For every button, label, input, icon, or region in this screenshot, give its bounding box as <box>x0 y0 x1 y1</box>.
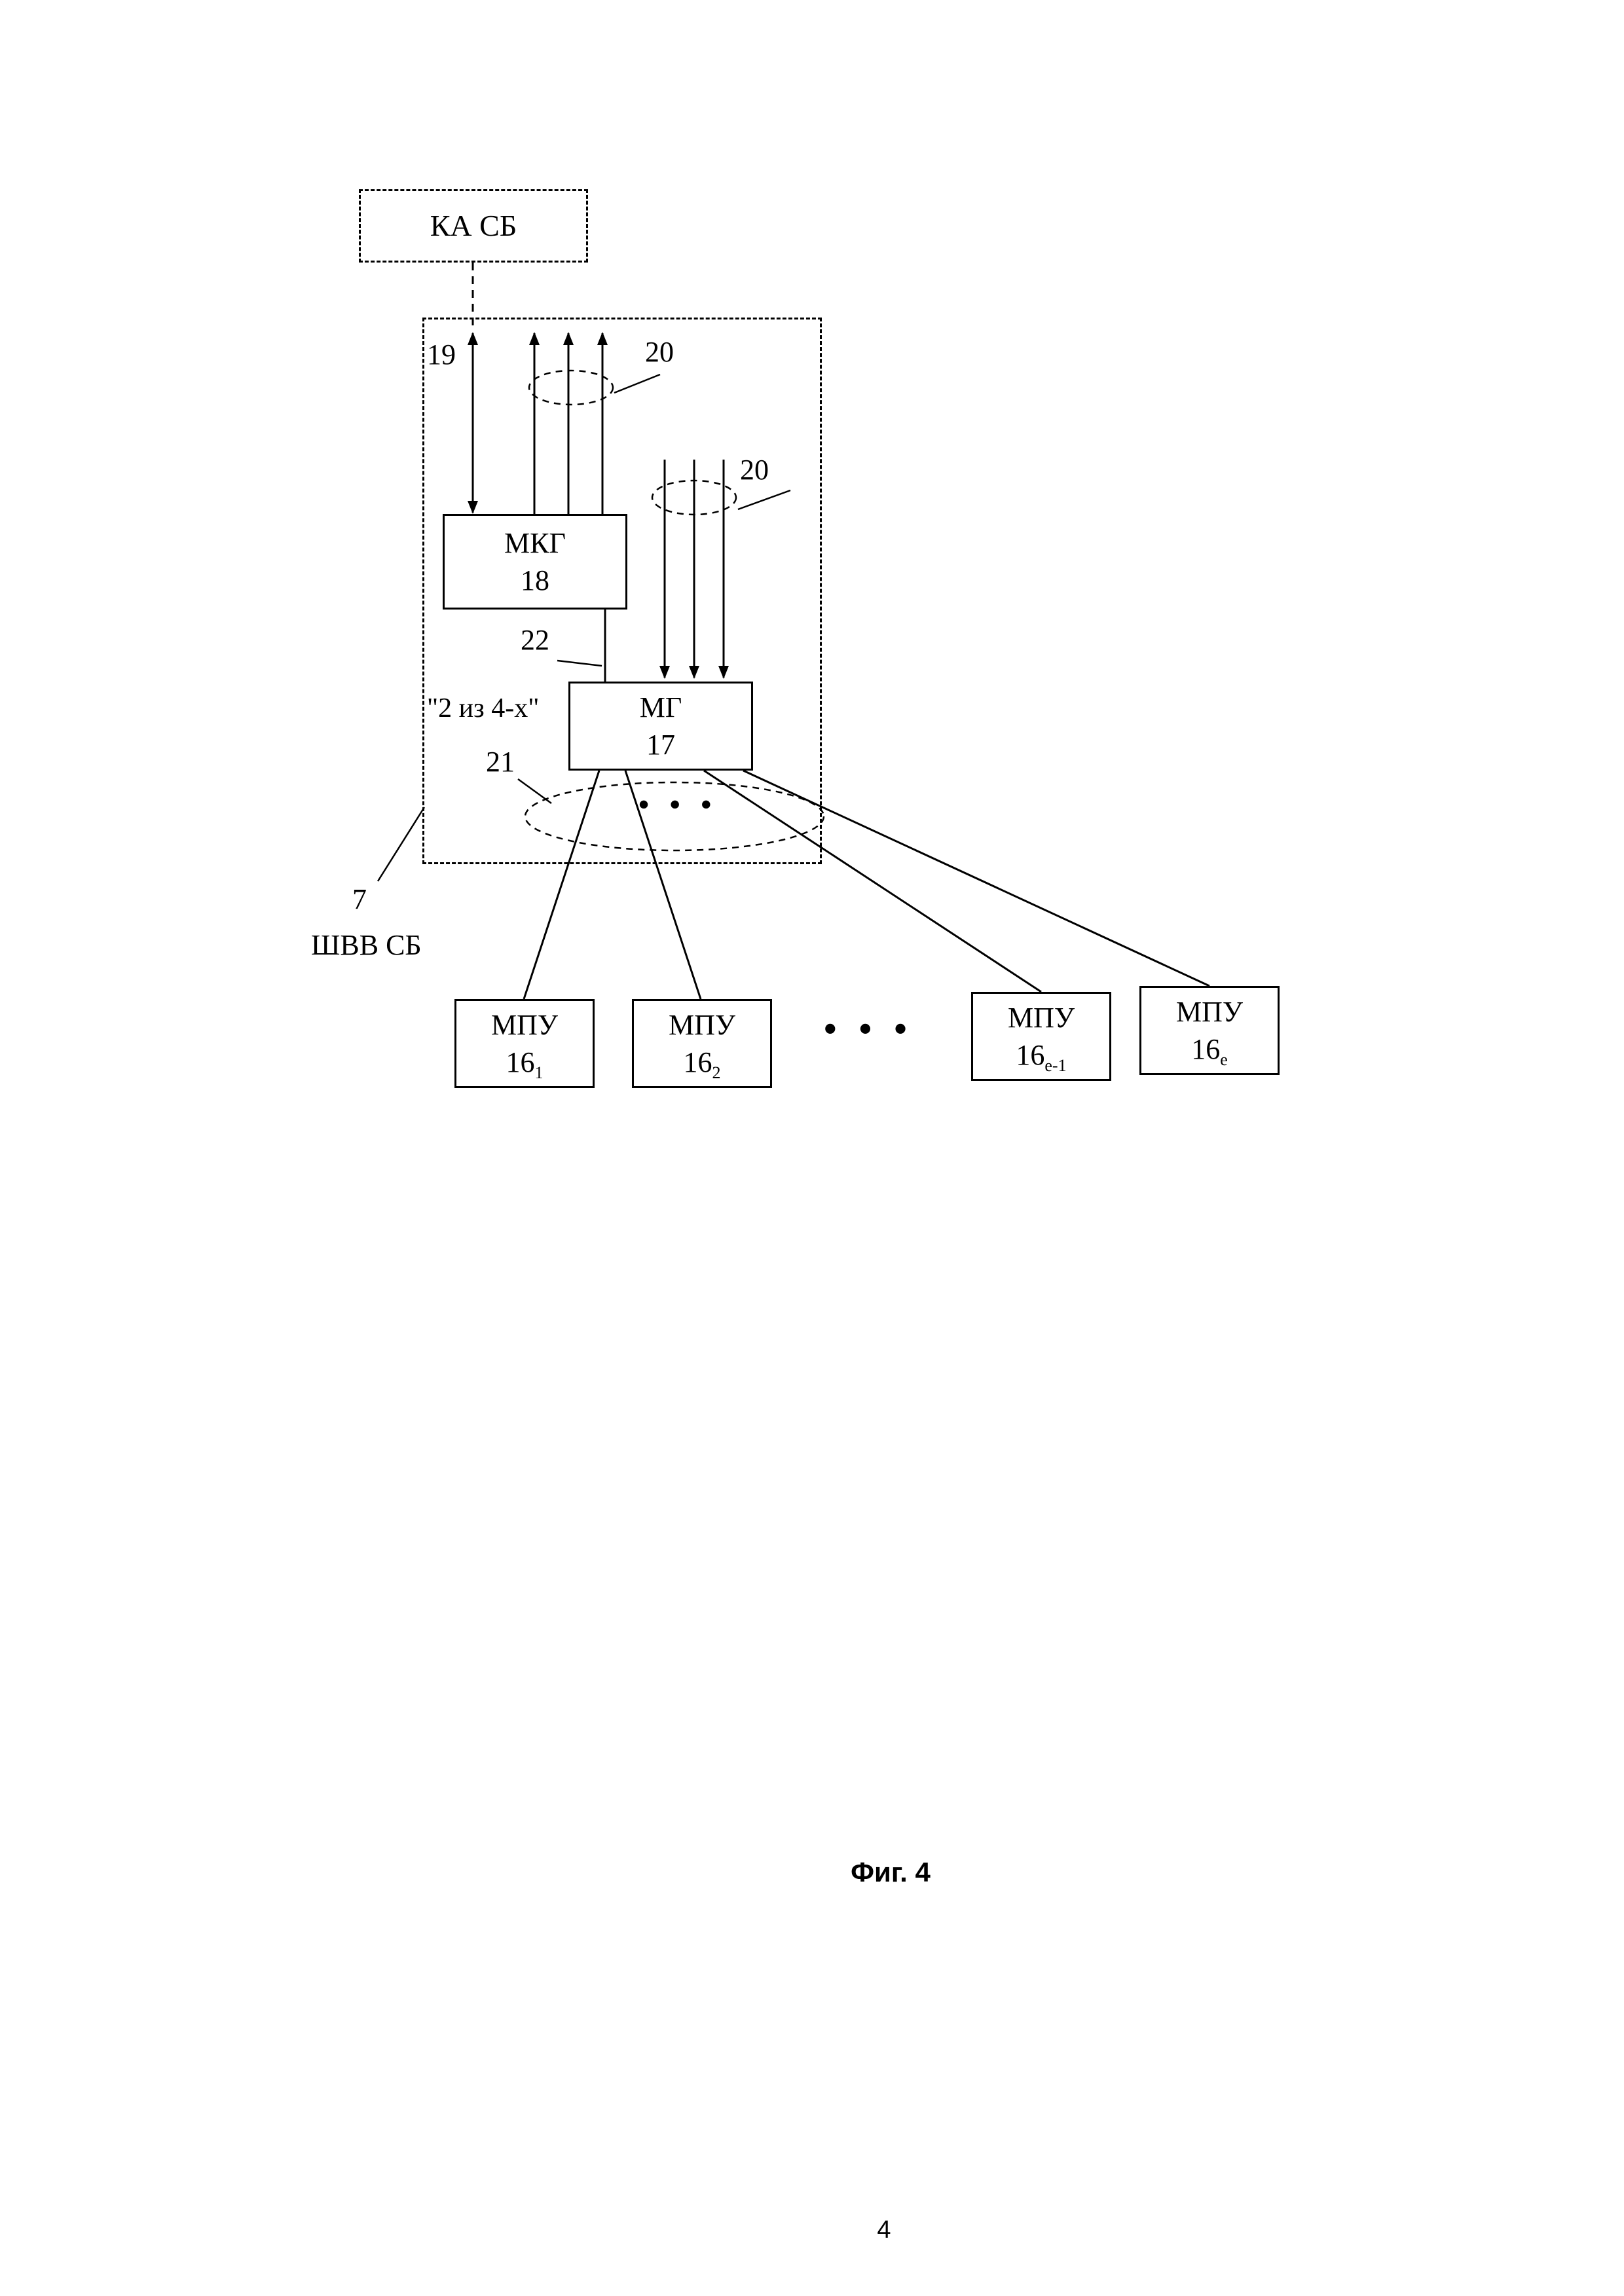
mpu-3-ref: 16е-1 <box>1016 1038 1067 1075</box>
bus-ellipse-20-top <box>528 369 614 406</box>
shvv-sb-label: ШВВ СБ <box>311 929 422 961</box>
mg-ref: 17 <box>646 729 675 761</box>
ref-19-label: 19 <box>427 338 456 371</box>
mg-to-mpu4-line <box>743 769 1210 987</box>
mpu-3-name: МПУ <box>1007 1001 1075 1034</box>
ref-21-label: 21 <box>486 746 515 778</box>
mpu-4-name: МПУ <box>1175 995 1244 1028</box>
mode-2-of-4-label: "2 из 4-х" <box>427 693 540 723</box>
leader-20-mid <box>737 489 791 511</box>
ref-20-mid-label: 20 <box>740 454 769 486</box>
mg-box: МГ 17 <box>568 682 753 771</box>
mg-to-mpu2-line <box>624 770 702 1000</box>
mkg-box: МКГ 18 <box>443 514 627 610</box>
mpu-4-sub: е <box>1220 1049 1228 1069</box>
mg-name: МГ <box>639 691 682 723</box>
mg-to-mpu1-line <box>523 770 600 1000</box>
mpu-1-ref: 161 <box>506 1046 544 1082</box>
ref-7-label: 7 <box>352 883 367 915</box>
mkg-name: МКГ <box>504 526 566 559</box>
mpu-box-1: МПУ 161 <box>454 999 595 1088</box>
mpu-1-name: МПУ <box>490 1008 559 1041</box>
mpu-box-3: МПУ 16е-1 <box>971 992 1111 1081</box>
mpu-box-4: МПУ 16е <box>1139 986 1280 1075</box>
bus-ellipsis-dots: • • • <box>638 788 718 821</box>
mpu-2-ref: 162 <box>683 1046 721 1082</box>
mpu-2-name: МПУ <box>668 1008 736 1041</box>
leader-7 <box>377 807 426 882</box>
mpu-1-sub: 1 <box>534 1063 544 1082</box>
ka-sb-label: КА СБ <box>430 209 517 243</box>
ref-22-label: 22 <box>521 624 549 656</box>
leader-21 <box>517 778 552 805</box>
mg-to-mpu3-line <box>703 769 1042 993</box>
mpu-3-sub: е-1 <box>1044 1055 1067 1075</box>
mkg-ref: 18 <box>521 564 549 596</box>
ka-sb-box: КА СБ <box>359 189 588 263</box>
page-number: 4 <box>877 2216 891 2244</box>
ref-20-top-label: 20 <box>645 336 674 368</box>
mpu-ellipsis-dots: • • • <box>824 1009 913 1049</box>
leader-20-top <box>614 373 661 394</box>
leader-22 <box>557 659 602 667</box>
figure-caption: Фиг. 4 <box>851 1857 931 1887</box>
bus-ellipse-20-mid <box>651 479 737 516</box>
shvv-sb-region-outline <box>422 318 822 864</box>
mpu-box-2: МПУ 162 <box>632 999 772 1088</box>
bus-ellipse-21 <box>524 781 825 852</box>
mpu-4-ref: 16е <box>1191 1032 1228 1069</box>
mpu-2-sub: 2 <box>712 1063 721 1082</box>
